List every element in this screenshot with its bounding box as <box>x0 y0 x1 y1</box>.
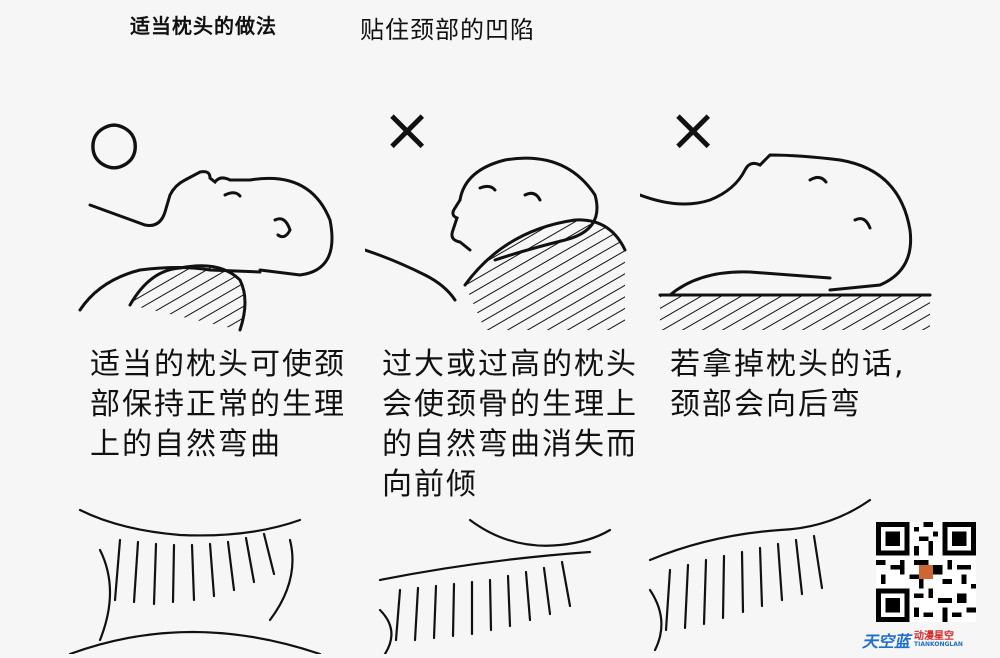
brand-sub-cn: 动漫星空 <box>914 631 955 642</box>
head-on-high-pillow-illustration <box>363 100 665 340</box>
correct-mark-icon: ○ <box>88 107 141 177</box>
caption-line: 部保持正常的生理 <box>90 387 346 422</box>
brand-logo: 天空蓝 动漫星空 TIANKONGLAN <box>862 628 998 652</box>
caption-line: 会使颈骨的生理上 <box>382 387 638 422</box>
caption-line: 若拿掉枕头的话, <box>670 347 906 382</box>
caption-line: 的自然弯曲消失而 <box>382 427 638 462</box>
caption-no-pillow: 若拿掉枕头的话, 颈部会向后弯 <box>670 345 920 425</box>
section-subtitle: 贴住颈部的凹陷 <box>360 16 535 44</box>
caption-line: 过大或过高的枕头 <box>382 347 638 382</box>
brand-sub: 动漫星空 TIANKONGLAN <box>914 632 963 648</box>
cervical-spine-bent-back-illustration <box>630 490 880 654</box>
head-on-proper-pillow-illustration <box>60 100 360 340</box>
caption-too-high: 过大或过高的枕头 会使颈骨的生理上 的自然弯曲消失而 向前倾 <box>382 345 642 505</box>
caption-correct: 适当的枕头可使颈 部保持正常的生理 上的自然弯曲 <box>90 345 360 465</box>
head-without-pillow-illustration <box>638 100 940 340</box>
qr-code-icon <box>876 522 976 622</box>
incorrect-mark-icon: × <box>668 95 719 165</box>
caption-line: 上的自然弯曲 <box>90 427 282 462</box>
cervical-spine-straight-illustration <box>360 490 630 656</box>
caption-line: 向前倾 <box>382 467 478 502</box>
caption-line: 颈部会向后弯 <box>670 387 862 422</box>
brand-name: 天空蓝 <box>862 632 911 651</box>
section-title: 适当枕头的做法 <box>130 14 277 38</box>
incorrect-mark-icon: × <box>382 95 433 165</box>
caption-line: 适当的枕头可使颈 <box>90 347 346 382</box>
brand-sub-en: TIANKONGLAN <box>914 641 963 648</box>
cervical-spine-curve-illustration <box>60 490 330 656</box>
